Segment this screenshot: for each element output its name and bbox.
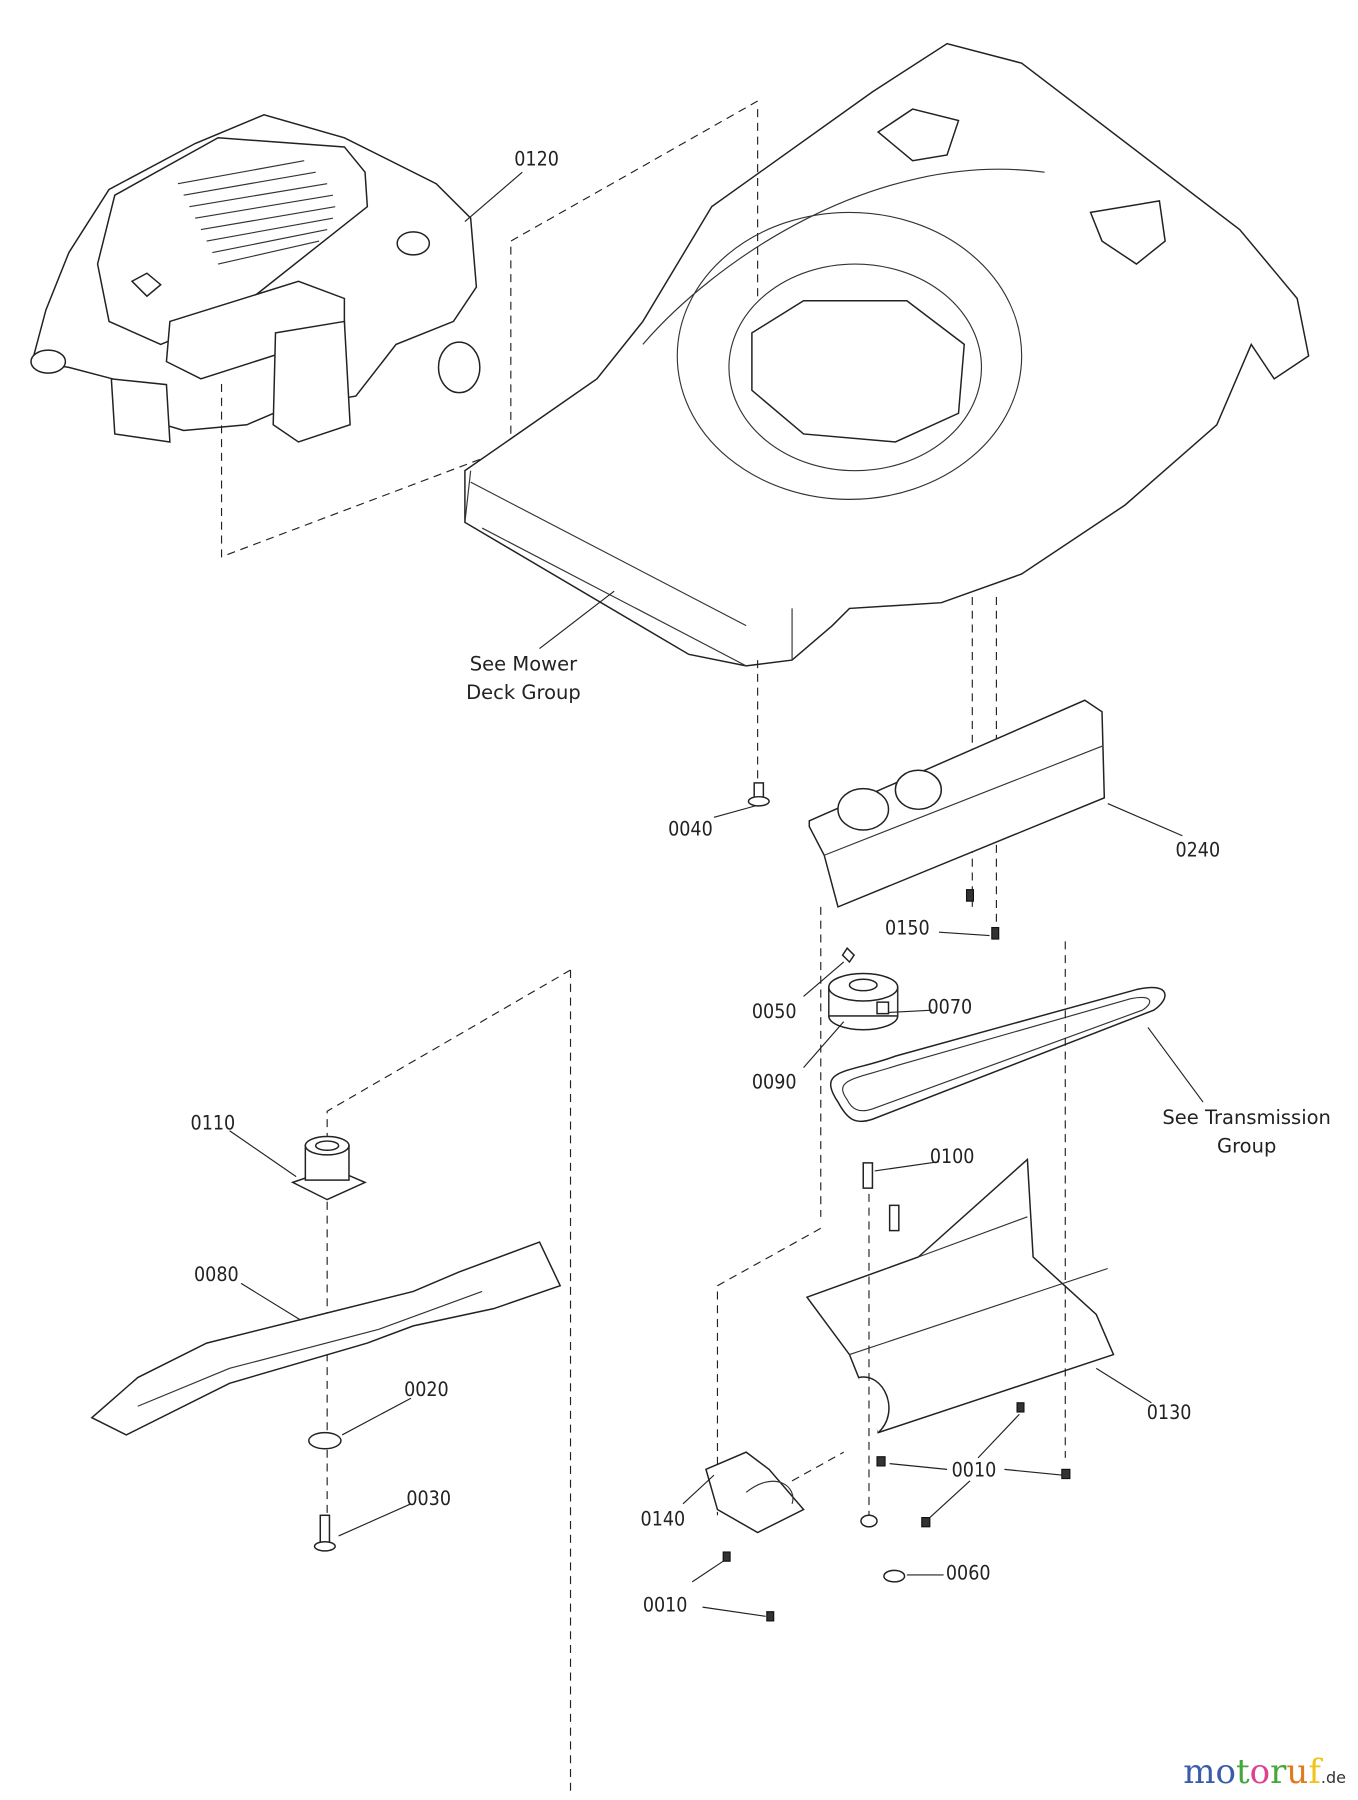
label-0100: 0100: [930, 1145, 975, 1168]
key-0050[interactable]: [841, 947, 856, 964]
engine-part-0120[interactable]: [30, 114, 481, 443]
label-0010-right: 0010: [952, 1458, 997, 1481]
mower-deck[interactable]: [464, 42, 1310, 667]
label-0110: 0110: [191, 1112, 236, 1135]
label-0060: 0060: [946, 1562, 991, 1585]
label-0140: 0140: [641, 1508, 686, 1531]
label-0080: 0080: [194, 1263, 239, 1286]
label-0150: 0150: [885, 916, 930, 939]
setscrew-0070[interactable]: [876, 1001, 890, 1015]
drive-belt[interactable]: [830, 986, 1166, 1123]
watermark-letter: o: [1215, 1752, 1236, 1792]
bracket-part-0240[interactable]: [808, 699, 1106, 908]
bolt-0100[interactable]: [862, 1162, 900, 1232]
blade-adapter-0110[interactable]: [290, 1135, 367, 1201]
label-0240: 0240: [1175, 838, 1220, 861]
bolt-0030[interactable]: [313, 1514, 336, 1552]
label-0070: 0070: [928, 996, 973, 1019]
label-0020: 0020: [404, 1378, 449, 1401]
label-0120: 0120: [514, 147, 559, 170]
bolt-0150[interactable]: [965, 889, 1000, 940]
washer-0060[interactable]: [860, 1514, 878, 1528]
label-0090: 0090: [752, 1070, 797, 1093]
motoruf-watermark-logo: motoruf.de: [1183, 1752, 1346, 1792]
label-0050: 0050: [752, 1000, 797, 1023]
watermark-letter: o: [1249, 1752, 1271, 1792]
nut-0060[interactable]: [883, 1569, 906, 1583]
note-mower-deck-2: Deck Group: [466, 681, 581, 704]
label-0040: 0040: [668, 818, 713, 841]
bracket-part-0140[interactable]: [705, 1451, 805, 1534]
deflector-part-0130[interactable]: [805, 1157, 1115, 1434]
bolt-0040[interactable]: [747, 782, 770, 807]
watermark-letter: t: [1235, 1752, 1250, 1792]
label-0010-left: 0010: [643, 1594, 688, 1617]
watermark-letter: u: [1286, 1752, 1309, 1792]
leader-lines: [229, 171, 1204, 1617]
label-0030: 0030: [406, 1487, 451, 1510]
note-transmission-1: See Transmission: [1162, 1106, 1331, 1129]
watermark-suffix: .de: [1320, 1768, 1346, 1787]
label-0130: 0130: [1147, 1401, 1192, 1424]
nuts-0010[interactable]: [722, 1402, 1071, 1622]
watermark-letter: f: [1308, 1752, 1321, 1792]
watermark-letter: m: [1183, 1752, 1216, 1792]
blade-0080[interactable]: [90, 1241, 562, 1436]
washer-0020[interactable]: [308, 1431, 342, 1450]
note-transmission-2: Group: [1217, 1135, 1276, 1158]
note-mower-deck-1: See Mower: [470, 652, 578, 675]
watermark-letter: r: [1270, 1752, 1287, 1792]
